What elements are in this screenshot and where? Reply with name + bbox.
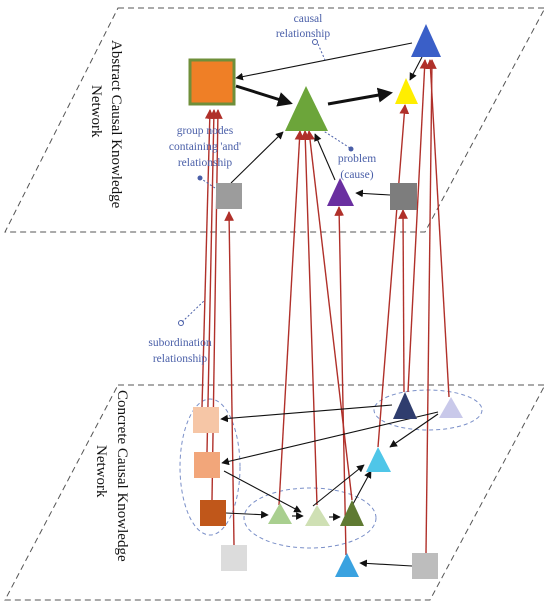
- subordination-edges: [201, 59, 450, 556]
- causal-edge: [235, 42, 413, 81]
- annotation-group-line2: containing 'and': [169, 141, 241, 153]
- annotation-problem-line1: problem: [338, 153, 376, 165]
- concrete-node-navy-triangle: [393, 392, 417, 419]
- causal-edge: [312, 464, 365, 507]
- group-ellipse-bottom: [243, 487, 377, 549]
- annotation-subordination-line1: subordination: [148, 337, 211, 349]
- annotation-causal-line2: relationship: [276, 28, 331, 40]
- sub-edge: [398, 209, 408, 393]
- causal-edge: [221, 411, 439, 466]
- sub-edge: [300, 130, 318, 506]
- sub-edge: [211, 109, 223, 501]
- causal-edge: [352, 470, 372, 505]
- annotation-pointers: [181, 43, 351, 323]
- concrete-node-brown-square: [200, 500, 226, 526]
- sub-edge: [425, 59, 450, 398]
- sub-edge: [334, 206, 347, 556]
- causal-edge: [225, 510, 269, 519]
- concrete-layer-plane: [4, 384, 546, 601]
- sub-edge: [278, 130, 305, 506]
- causal-edge: [223, 470, 302, 513]
- abstract-node-yellow-triangle: [395, 78, 418, 104]
- sub-edge: [206, 109, 219, 453]
- sub-edge: [407, 59, 430, 393]
- abstract-layer-plane: [4, 7, 546, 233]
- abstract-layer-title: Abstract Causal Knowledge Network: [88, 40, 124, 209]
- abstract-node-green-triangle: [285, 86, 328, 131]
- concrete-node-gray-square: [412, 553, 438, 579]
- causal-edge: [355, 189, 391, 198]
- abstract-layer-title-line1: Abstract Causal Knowledge: [108, 40, 124, 209]
- concrete-node-peach-square: [193, 407, 219, 433]
- abstract-node-darkgray-square: [390, 183, 417, 210]
- concrete-node-olive-triangle: [340, 500, 364, 526]
- abstract-node-purple-triangle: [327, 178, 354, 206]
- pointer-subordination: [181, 299, 206, 323]
- causal-edge-bold: [327, 87, 393, 106]
- group-ellipse-left: [179, 398, 241, 536]
- causal-edge: [359, 559, 413, 568]
- concrete-causal-edges: [220, 404, 439, 568]
- sub-edge: [425, 59, 437, 554]
- annotation-subordination-line2: relationship: [153, 353, 208, 365]
- annotation-problem-line2: (cause): [340, 169, 373, 181]
- concrete-layer-title: Concrete Causal Knowledge Network: [93, 390, 130, 562]
- causal-edge: [314, 133, 336, 181]
- causal-edge: [230, 131, 284, 184]
- sub-edge: [224, 211, 235, 546]
- pointer-dot: [197, 175, 203, 181]
- annotation-group-line3: relationship: [178, 157, 233, 169]
- annotation-group-line1: group nodes: [177, 125, 234, 137]
- sub-edge: [377, 104, 410, 448]
- causal-edge: [409, 56, 423, 81]
- concrete-node-light-orange-square: [194, 452, 220, 478]
- pointer-group: [199, 177, 219, 191]
- annotation-causal-line1: causal: [294, 13, 323, 25]
- pointer-causal: [317, 43, 326, 61]
- pointer-dot: [178, 320, 184, 326]
- concrete-node-sky-triangle: [335, 553, 359, 577]
- concrete-node-cyan-triangle: [366, 447, 391, 472]
- pointer-dot: [312, 39, 318, 45]
- concrete-node-palegreen-triangle: [305, 505, 330, 526]
- pointer-dot: [348, 146, 354, 152]
- abstract-causal-edges: [230, 42, 423, 198]
- causal-edge: [220, 404, 393, 423]
- pointer-problem: [321, 129, 351, 149]
- abstract-layer-title-line2: Network: [88, 85, 104, 138]
- abstract-node-gray-square: [216, 183, 242, 209]
- sub-edge: [305, 130, 353, 501]
- abstract-node-blue-triangle: [411, 24, 441, 57]
- concrete-layer-title-line2: Network: [93, 445, 109, 498]
- concrete-layer-title-line1: Concrete Causal Knowledge: [114, 390, 130, 562]
- sub-edge: [201, 109, 215, 408]
- concrete-node-lavender-triangle: [439, 397, 463, 418]
- causal-edge-bold: [235, 84, 293, 107]
- abstract-node-orange-square: [188, 58, 236, 106]
- causal-edge: [389, 413, 439, 448]
- concrete-node-light-gray-square: [221, 545, 247, 571]
- concrete-node-lightgreen-triangle: [268, 503, 292, 524]
